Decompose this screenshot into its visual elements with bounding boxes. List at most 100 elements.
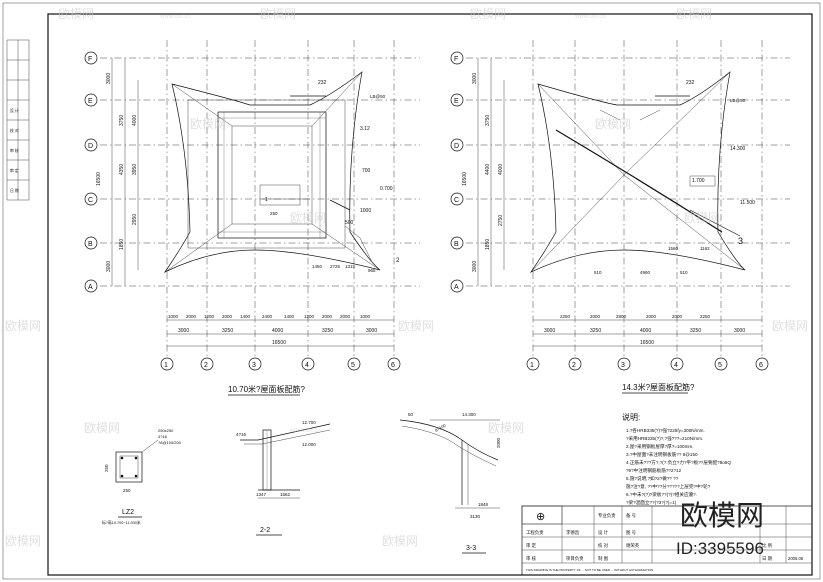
strip-row-1: 校 对: [10, 128, 19, 133]
right-axis-F: F: [454, 56, 458, 63]
wm-brand-3: 欧模网: [470, 7, 506, 21]
lz2-detail: 250x250 4?16 ?8@100/200 250 250 LZ2 标?高1…: [102, 428, 182, 525]
left-bdim1-3: 2000: [222, 314, 233, 319]
notes-block: 说明: 1.?各HRB335(?)?强?225fy=300N/mm. ?采用HR…: [622, 412, 731, 506]
left-bdim1-2: 1200: [204, 314, 215, 319]
left-col-bubbles: 1 2 3 4 5 6: [160, 357, 401, 371]
left-bdim1-9: 2000: [340, 314, 351, 319]
wm-site-1: www.om.cn: [159, 14, 191, 20]
tb-r3-c0: 项目负责: [566, 555, 584, 562]
right-ann-8: 510: [594, 270, 602, 275]
s33-label: 3-3: [466, 545, 476, 552]
left-ann-15: 2: [396, 258, 400, 264]
right-ann-9: 4960: [640, 270, 651, 275]
right-bdim-total: 16500: [640, 340, 654, 346]
s33-dim-2: 8?100: [434, 422, 447, 432]
s33-dim-5: 1848: [478, 502, 489, 507]
revision-strip: 设 计 校 对 审 核 审 定 日 期: [6, 39, 30, 201]
tb-r2-c3: 谢荣英: [626, 542, 640, 549]
right-axis-A: A: [454, 284, 459, 291]
company-logo-icon: ⊕: [536, 511, 545, 523]
right-roof-outline: [529, 71, 746, 273]
left-bdim1-1: 2000: [186, 314, 197, 319]
left-grid-cols: [166, 40, 395, 360]
wm-id-stamp: ID:3395596: [676, 539, 764, 558]
right-bdim1-3: 2000: [646, 314, 657, 319]
right-dim-chain: 3000 3750 4400 4000 2750 1850 3000 16500: [462, 58, 505, 286]
right-dim-1: 3750: [485, 115, 491, 126]
wm-brand-9: 欧模网: [5, 319, 41, 333]
left-axis-A: A: [88, 284, 93, 291]
left-ann-4: 0.700: [380, 186, 393, 192]
left-dim-5: 2950: [132, 214, 138, 225]
right-dim-2: 4400: [485, 164, 491, 175]
strip-row-0: 设 计: [10, 108, 19, 113]
left-bdim-total: 16500: [272, 340, 286, 346]
right-col-bubbles: 1 2 3 4 5 6: [526, 357, 769, 371]
lz2-note: 标?高10.700~11.930米: [102, 520, 141, 525]
section-3-3: 50 14.300 8?100 2000 1848 3130 3-3: [399, 412, 501, 554]
wm-brand-10: 欧模网: [398, 319, 434, 333]
left-axis-5: 5: [351, 362, 355, 369]
s22-dim-1: 12.000: [302, 442, 316, 447]
right-dim-4: 2750: [498, 215, 504, 226]
right-bdim1-5: 2250: [700, 314, 711, 319]
tb-footer: THIS DRAWING IS THE PROPERTY OF ... NOT …: [526, 568, 653, 572]
tb-r2-c4: 比 例: [762, 542, 773, 549]
left-axis-B: B: [88, 241, 93, 248]
notes-title: 说明:: [622, 412, 640, 422]
right-bdim1-1: 2000: [590, 314, 601, 319]
left-ann-1: LB@50: [370, 94, 386, 99]
right-dim-total: 16500: [462, 172, 468, 186]
wm-brand-4: 欧模网: [676, 7, 712, 21]
left-dim-total: 16500: [96, 172, 102, 186]
note-6: 5.施?说明,?如?2?做?? ??: [626, 475, 679, 482]
tb-r2-c2: 校 对: [598, 542, 609, 549]
left-bdim2-1: 3250: [222, 328, 233, 334]
s33-dim-3: 2000: [496, 437, 501, 448]
tb-r3-c2: 制 图: [598, 555, 609, 562]
strip-row-3: 审 定: [10, 168, 19, 173]
right-bdim2-0: 3000: [544, 328, 555, 334]
right-bottom-dims: 2250 2000 2800 2000 2000 2250 3000 3250 …: [533, 314, 762, 347]
tb-r2-c0: 审 核: [526, 555, 537, 562]
note-5: ?9?中注明钢筋板筋??2?12: [626, 467, 682, 474]
right-row-bubbles: F E D C B A: [450, 51, 464, 293]
left-bdim2-2: 4000: [272, 328, 283, 334]
lz2-width: 250: [123, 488, 131, 493]
left-plan-title: 10.70米?屋面板配筋?: [228, 384, 305, 394]
frame-border: [47, 13, 813, 576]
note-2: 2.屋?采用钢板屋厚?厚?=100mm.: [626, 443, 694, 450]
left-ann-5: 3.12: [360, 126, 370, 132]
right-ann-7: 1162: [700, 246, 710, 251]
left-axis-2: 2: [204, 362, 208, 369]
lz2-rebar-1: 4?16: [158, 434, 168, 439]
s22-dim-2: 1347: [256, 492, 267, 497]
right-ann-6: 1560: [668, 246, 679, 251]
left-roof-outline: [163, 71, 381, 273]
right-grid-cols: [532, 40, 763, 360]
left-bdim1-8: 2000: [322, 314, 333, 319]
tb-r1-c1: 李德昌: [566, 529, 579, 536]
tb-r1-c0: 审 定: [526, 542, 537, 549]
wm-brand-2: 欧模网: [260, 7, 296, 21]
left-ann-11: 1315: [345, 264, 356, 269]
left-axis-1: 1: [164, 362, 168, 369]
tb-r3-c4: 日 期: [762, 556, 773, 562]
left-axis-6: 6: [391, 362, 395, 369]
right-bdim2-2: 4000: [640, 328, 651, 334]
wm-brand-stamp: 欧模网: [680, 500, 764, 531]
right-axis-E: E: [454, 98, 459, 105]
left-dim-7: 3000: [106, 261, 112, 272]
wm-brand-11: 欧模网: [772, 319, 808, 333]
left-axis-F: F: [88, 56, 92, 63]
left-dim-1: 3750: [119, 115, 125, 126]
right-bdim2-3: 3250: [690, 328, 701, 334]
lz2-height: 250: [104, 464, 109, 472]
right-dim-3: 4000: [498, 164, 504, 175]
right-bdim2-4: 3000: [734, 328, 745, 334]
left-ann-8: 500: [345, 220, 354, 226]
lz2-label: LZ2: [122, 509, 134, 516]
left-axis-4: 4: [305, 362, 309, 369]
tb-r1-c2: 设 计: [598, 529, 609, 536]
